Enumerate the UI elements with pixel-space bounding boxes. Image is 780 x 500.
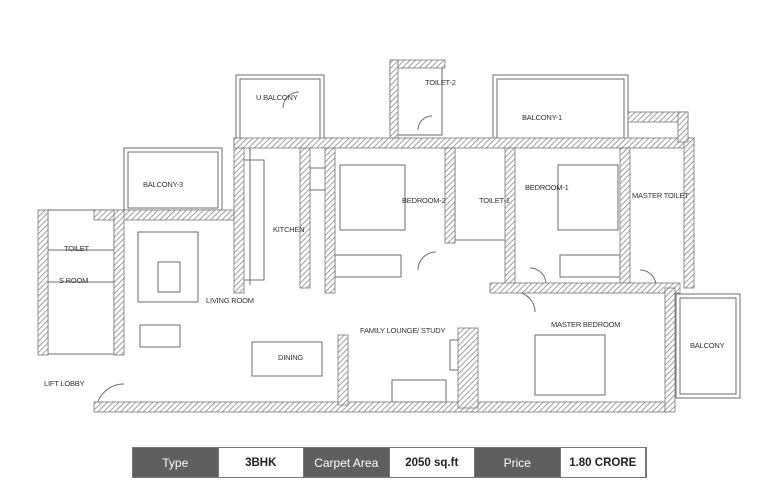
svg-text:FAMILY LOUNGE/ STUDY: FAMILY LOUNGE/ STUDY	[360, 326, 446, 335]
svg-text:MASTER TOILET: MASTER TOILET	[632, 191, 689, 200]
svg-text:BALCONY: BALCONY	[690, 341, 725, 350]
price-value: 1.80 CRORE	[559, 448, 646, 477]
svg-text:BALCONY-3: BALCONY-3	[143, 180, 183, 189]
svg-text:LIVING ROOM: LIVING ROOM	[206, 296, 254, 305]
svg-text:BEDROOM-1: BEDROOM-1	[525, 183, 569, 192]
svg-text:U BALCONY: U BALCONY	[256, 93, 298, 102]
specs-table: Type 3BHK Carpet Area 2050 sq.ft Price 1…	[132, 447, 647, 478]
svg-text:TOILET-2: TOILET-2	[425, 78, 456, 87]
svg-text:LIFT LOBBY: LIFT LOBBY	[44, 379, 85, 388]
svg-text:KITCHEN: KITCHEN	[273, 225, 305, 234]
floor-plan: U BALCONY TOILET-2 BALCONY-1 BALCONY-3 K…	[37, 59, 741, 413]
svg-text:MASTER BEDROOM: MASTER BEDROOM	[551, 320, 620, 329]
carpet-area-value: 2050 sq.ft	[388, 448, 475, 477]
svg-text:BALCONY-1: BALCONY-1	[522, 113, 562, 122]
svg-text:TOILET: TOILET	[64, 244, 90, 253]
svg-text:TOILET-1: TOILET-1	[479, 196, 510, 205]
type-value: 3BHK	[217, 448, 304, 477]
price-label: Price	[475, 448, 560, 477]
svg-text:DINING: DINING	[278, 353, 303, 362]
svg-text:S ROOM: S ROOM	[59, 276, 88, 285]
svg-text:BEDROOM-2: BEDROOM-2	[402, 196, 446, 205]
type-label: Type	[133, 448, 218, 477]
carpet-area-label: Carpet Area	[304, 448, 389, 477]
